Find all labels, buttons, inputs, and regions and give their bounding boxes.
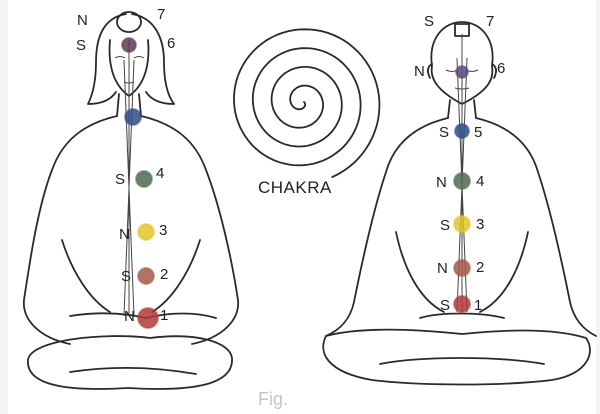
right-pole-5: S xyxy=(439,124,449,141)
left-chakra-5-dot xyxy=(125,109,141,125)
right-num-4: 4 xyxy=(476,173,484,190)
right-pole-4: N xyxy=(436,174,447,191)
left-num-3: 3 xyxy=(159,222,167,239)
right-chakra-2-dot xyxy=(454,260,470,276)
right-chakra-6-dot xyxy=(456,66,468,78)
left-num-2: 2 xyxy=(160,266,168,283)
left-num-6: 6 xyxy=(167,35,175,52)
right-chakra-4-dot xyxy=(454,173,470,189)
left-pole-brow: S xyxy=(76,37,86,54)
right-pole-2: N xyxy=(437,260,448,277)
left-pole-1: N xyxy=(124,308,135,325)
right-chakra-5-dot xyxy=(455,124,469,138)
chakra-title: CHAKRA xyxy=(258,178,332,197)
right-num-1: 1 xyxy=(474,297,482,314)
left-num-4: 4 xyxy=(156,165,164,182)
right-chakra-3-dot xyxy=(454,216,470,232)
right-pole-3: S xyxy=(440,217,450,234)
right-chakra-1-dot xyxy=(454,296,470,312)
left-chakra-3-dot xyxy=(138,224,154,240)
figure-caption: Fig. xyxy=(258,389,288,409)
right-num-6: 6 xyxy=(497,60,505,77)
left-pole-top: N xyxy=(77,12,88,29)
left-pole-4: S xyxy=(115,171,125,188)
left-pole-3: N xyxy=(119,226,130,243)
right-num-2: 2 xyxy=(476,259,484,276)
right-pole-1: S xyxy=(440,297,450,314)
right-pole-6: N xyxy=(414,63,425,80)
right-num-3: 3 xyxy=(476,216,484,233)
left-num-1: 1 xyxy=(160,307,168,324)
left-num-7: 7 xyxy=(157,6,165,23)
left-chakra-2-dot xyxy=(138,268,154,284)
left-pole-2: S xyxy=(121,268,131,285)
right-num-5: 5 xyxy=(474,124,482,141)
right-pole-7: S xyxy=(424,13,434,30)
right-num-7: 7 xyxy=(486,13,494,30)
left-chakra-1-dot xyxy=(138,308,158,328)
left-chakra-4-dot xyxy=(136,171,152,187)
left-chakra-6-dot xyxy=(122,38,136,52)
